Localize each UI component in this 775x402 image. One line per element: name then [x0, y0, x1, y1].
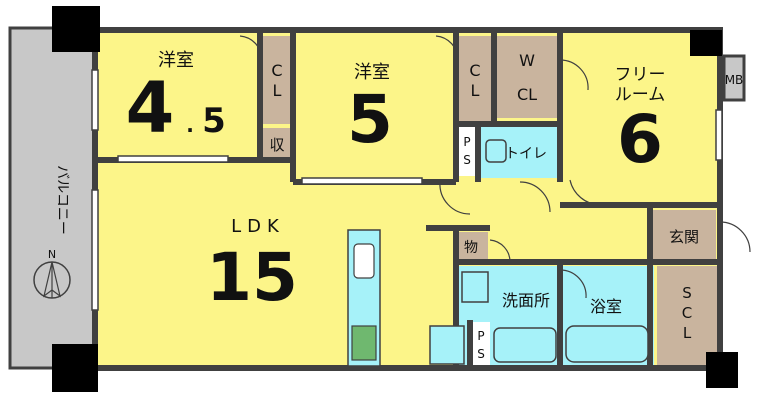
kitchen-stove	[351, 325, 377, 361]
doors	[239, 35, 751, 299]
cl1-l1: C	[271, 61, 282, 80]
scl-l3: L	[683, 324, 692, 342]
balcony-label: バルコニー	[54, 165, 70, 235]
storage-small-label: 収	[269, 136, 284, 154]
room-storage-small	[262, 128, 292, 158]
balcony-area	[8, 26, 97, 370]
column-bottom-left	[52, 344, 98, 392]
vanity	[493, 327, 557, 363]
room-scl	[657, 266, 717, 366]
wcl-l2: CL	[517, 85, 537, 104]
column-bottom-right	[706, 352, 738, 388]
north-arrow-icon	[43, 261, 61, 298]
room-closet	[456, 232, 488, 260]
cl2-l1: C	[469, 61, 480, 80]
room-western1	[95, 30, 260, 160]
column-top-right	[690, 30, 722, 56]
free-room-name-1: フリー	[615, 65, 666, 85]
wcl-l1: W	[519, 51, 535, 70]
room-western2	[295, 30, 455, 180]
room-ldk	[97, 162, 453, 366]
scl-l2: C	[682, 304, 692, 322]
ps1-l1: P	[463, 135, 470, 149]
toilet-fixture	[485, 139, 507, 163]
column-top-left	[52, 6, 100, 52]
closet-label: 物	[464, 240, 478, 256]
western2-name: 洋室	[354, 62, 390, 83]
ps2-l2: S	[477, 347, 485, 361]
room-cl1	[262, 36, 292, 124]
free-room-size: 6	[617, 101, 663, 178]
room-ps1	[458, 126, 476, 176]
scl-l1: S	[682, 284, 692, 302]
washroom-label: 洗面所	[502, 291, 550, 310]
refrigerator	[429, 325, 465, 365]
ldk-name: LDK	[231, 216, 285, 237]
ps2-l1: P	[477, 329, 484, 343]
free-room-name-2: ルーム	[615, 85, 666, 105]
room-free	[562, 30, 720, 205]
ldk-size: 15	[206, 239, 298, 316]
mb-label: MB	[725, 73, 744, 87]
western1-size: 4	[126, 67, 175, 149]
bathroom-label: 浴室	[590, 297, 622, 316]
cl1-l2: L	[273, 81, 282, 100]
room-ps2	[472, 322, 490, 366]
room-mb	[722, 54, 746, 102]
windows	[91, 69, 723, 311]
cl2-l2: L	[471, 81, 480, 100]
north-label: N	[48, 248, 56, 261]
bathtub	[565, 325, 649, 363]
room-wcl	[496, 36, 558, 118]
western1-size-dot: .	[186, 113, 194, 137]
western2-size: 5	[347, 81, 393, 158]
western1-size-frac: 5	[202, 101, 226, 141]
washer	[461, 271, 489, 303]
kitchen-sink	[353, 243, 375, 279]
ps1-l2: S	[463, 153, 471, 167]
room-entrance	[652, 210, 716, 260]
room-cl2	[458, 36, 492, 124]
western1-name: 洋室	[158, 50, 194, 71]
entrance-label: 玄関	[669, 228, 699, 246]
toilet-label: トイレ	[505, 146, 547, 162]
